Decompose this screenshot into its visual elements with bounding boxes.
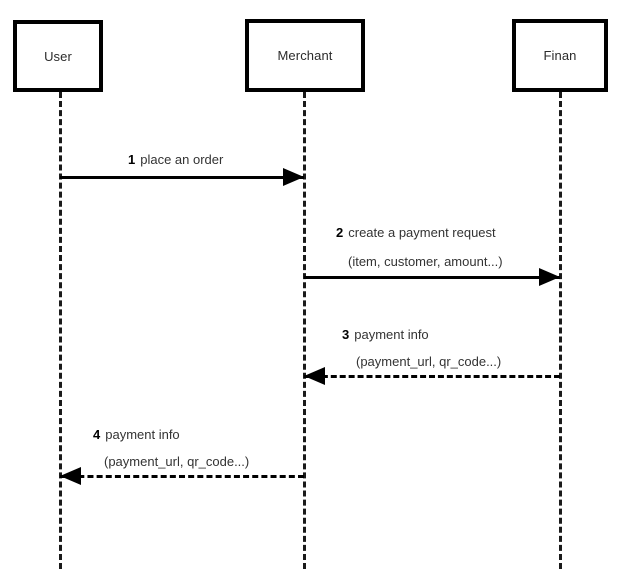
message-seq-4: 4 — [93, 427, 101, 442]
participant-label-merchant: Merchant — [277, 48, 333, 63]
message-label-2: 2 create a payment request — [336, 226, 496, 239]
message-arrowhead-4 — [60, 467, 81, 485]
message-label-1: 1 place an order — [128, 153, 223, 166]
message-label-4: 4 payment info — [93, 428, 180, 441]
participant-box-merchant[interactable]: Merchant — [245, 19, 365, 92]
message-arrowhead-1 — [283, 168, 304, 186]
lifeline-user — [59, 92, 62, 569]
message-detail-2: (item, customer, amount...) — [348, 254, 503, 269]
message-seq-1: 1 — [128, 152, 136, 167]
lifeline-financial — [559, 92, 562, 569]
message-line-3 — [304, 375, 560, 378]
participant-box-financial[interactable]: Finan — [512, 19, 608, 92]
message-line-2 — [304, 276, 560, 279]
participant-box-user[interactable]: User — [13, 20, 103, 92]
message-text-2: create a payment request — [348, 225, 496, 240]
message-text-1: place an order — [140, 152, 224, 167]
message-detail-3: (payment_url, qr_code...) — [356, 354, 502, 369]
message-arrowhead-2 — [539, 268, 560, 286]
message-seq-3: 3 — [342, 327, 350, 342]
message-line-4 — [60, 475, 304, 478]
message-line-1 — [60, 176, 304, 179]
message-detail-4: (payment_url, qr_code...) — [104, 454, 250, 469]
message-text-3: payment info — [354, 327, 429, 342]
message-text-4: payment info — [105, 427, 180, 442]
participant-label-user: User — [44, 48, 72, 64]
message-label-3: 3 payment info — [342, 328, 429, 341]
message-arrowhead-3 — [304, 367, 325, 385]
message-seq-2: 2 — [336, 225, 344, 240]
participant-label-financial: Finan — [543, 48, 577, 63]
lifeline-merchant — [303, 92, 306, 569]
